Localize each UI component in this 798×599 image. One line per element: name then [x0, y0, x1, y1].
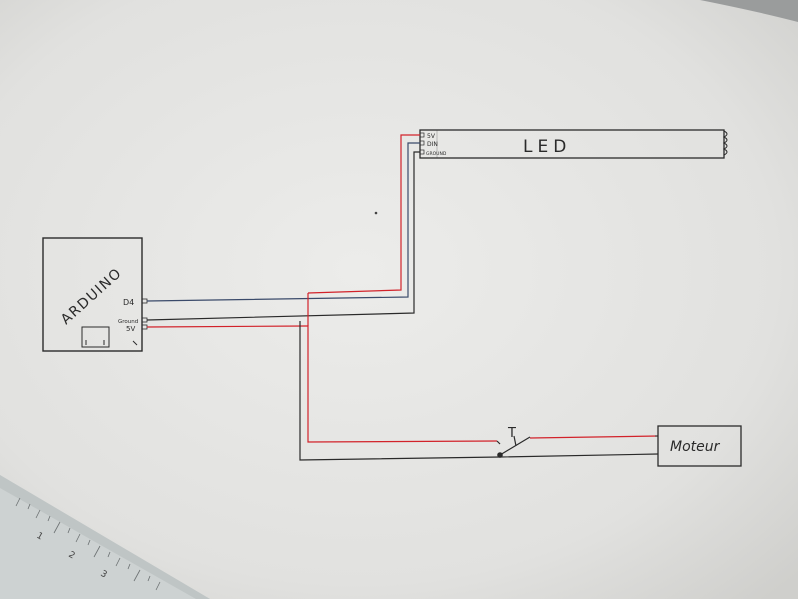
wire-d4-din — [146, 142, 420, 302]
led-strip: LED 5V DIN GROUND — [419, 129, 728, 159]
pin-label-5v: 5V — [126, 325, 135, 333]
reset-mark — [132, 340, 138, 346]
wire-5v-led — [307, 134, 420, 294]
motor: Moteur — [655, 425, 742, 467]
strip-end-cap — [722, 130, 728, 156]
wires — [146, 134, 659, 461]
background-corner — [700, 0, 798, 22]
wire-ground-led — [146, 151, 420, 321]
led-pin-ground: GROUND — [426, 151, 447, 157]
ruler-mark-1: 1 — [35, 531, 45, 543]
led-pin-din: DIN — [427, 141, 438, 148]
switch-label: T — [507, 426, 516, 441]
pin-label-d4: D4 — [123, 298, 134, 307]
led-pin-5v: 5V — [427, 133, 436, 140]
ruler: 1 2 3 — [0, 475, 210, 599]
pin-label-ground: Ground — [118, 319, 138, 325]
led-label: LED — [523, 137, 571, 157]
switch-lever — [499, 436, 531, 456]
wire-switch-motor — [529, 435, 659, 439]
usb-port — [81, 326, 110, 348]
wire-ground-motor — [299, 321, 659, 461]
paper-speck — [374, 211, 378, 215]
motor-label: Moteur — [670, 439, 721, 455]
ruler-mark-2: 2 — [67, 550, 77, 562]
ruler-mark-3: 3 — [99, 569, 109, 581]
switch: T — [496, 426, 531, 458]
